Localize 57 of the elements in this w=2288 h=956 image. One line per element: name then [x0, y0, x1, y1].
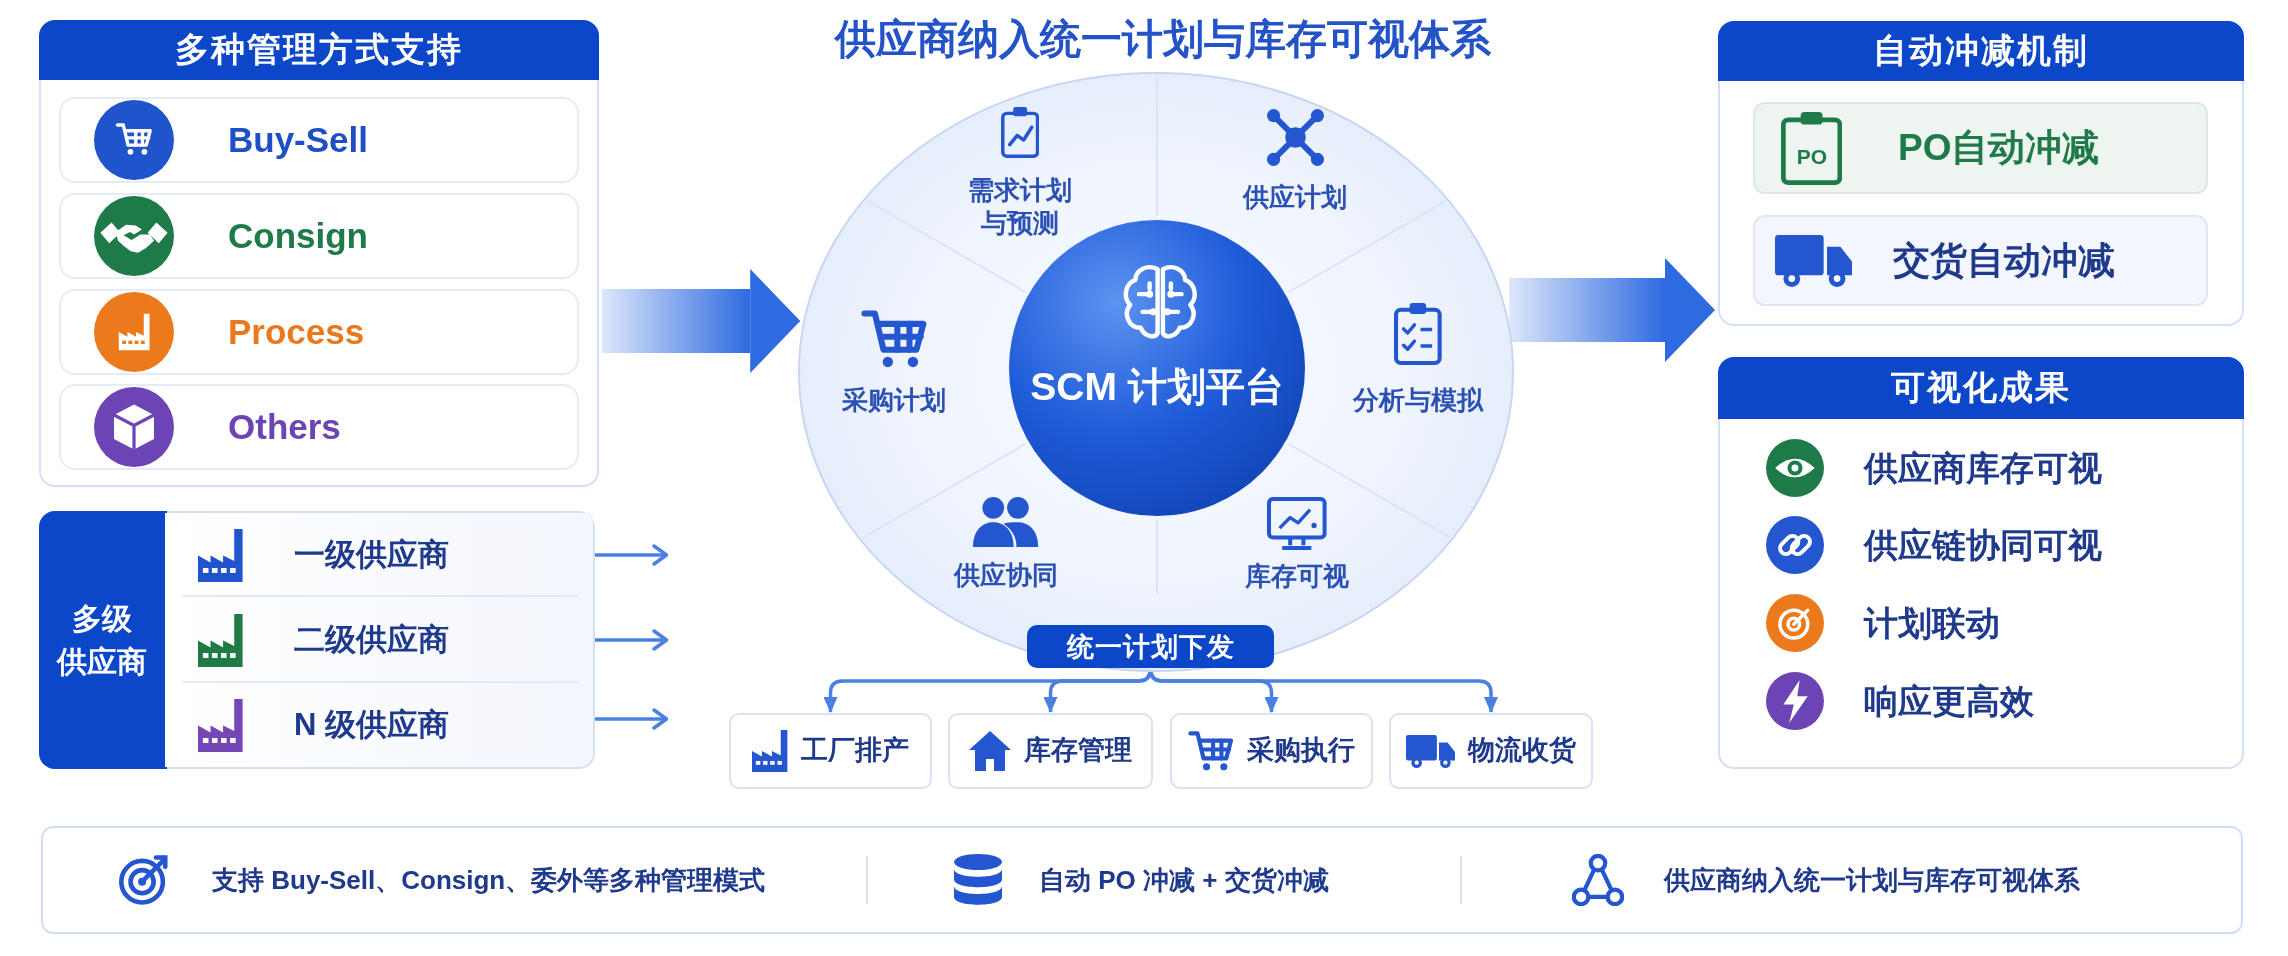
- icon-text: PO: [1796, 144, 1828, 170]
- option-label: Process: [228, 311, 365, 354]
- task-label: 工厂排产: [800, 734, 909, 768]
- card-panel: [1718, 21, 2244, 326]
- task-box: [1389, 713, 1593, 789]
- segment-label: 库存可视: [1245, 560, 1349, 593]
- footer-text: 供应商纳入统一计划与库存可视体系: [1664, 863, 2080, 897]
- side-header: 多级供应商: [39, 511, 167, 769]
- footer-text: 自动 PO 冲减 + 交货冲减: [1039, 863, 1329, 897]
- segment-label: 供应计划: [1243, 181, 1347, 214]
- segment-label: 采购计划: [842, 384, 946, 417]
- rule-row: [1753, 102, 2208, 194]
- supplier-row: [165, 597, 593, 683]
- rule-row: [1753, 215, 2208, 306]
- block-arrow: [1509, 258, 1715, 362]
- option-label: Others: [228, 406, 341, 449]
- task-box: [948, 713, 1153, 789]
- task-box: [1170, 713, 1373, 789]
- panel-header: 可视化成果: [1718, 357, 2244, 419]
- supplier-panel: [39, 511, 595, 769]
- card-panel: [39, 20, 599, 487]
- option-row: [59, 289, 579, 375]
- row-label: 二级供应商: [294, 620, 449, 659]
- list-item: 计划联动: [1864, 602, 2000, 644]
- supplier-row: [165, 513, 593, 597]
- block-arrow: [602, 269, 801, 373]
- arrow: [595, 544, 669, 566]
- rule-label: PO自动冲减: [1898, 125, 2100, 170]
- center-label: SCM 计划平台: [1030, 363, 1284, 410]
- list-item: 供应链协同可视: [1864, 524, 2102, 566]
- option-row: [59, 97, 579, 183]
- supplier-row: [165, 683, 593, 767]
- task-label: 库存管理: [1024, 734, 1132, 768]
- segmented-circle: [798, 72, 1514, 672]
- footer-bar: [41, 826, 2243, 934]
- list-item: 响应更高效: [1864, 680, 2034, 722]
- panel-header: 多种管理方式支持: [39, 20, 599, 80]
- title: 供应商纳入统一计划与库存可视体系: [835, 15, 1491, 65]
- segment-label: 分析与模拟: [1353, 384, 1483, 417]
- rule-label: 交货自动冲减: [1893, 238, 2115, 283]
- segment-label: 需求计划与预测: [967, 174, 1073, 240]
- arrow: [595, 629, 669, 651]
- task-box: [729, 713, 932, 789]
- row-label: 一级供应商: [294, 535, 449, 574]
- row-label: N 级供应商: [294, 705, 449, 744]
- option-row: [59, 384, 579, 470]
- option-row: [59, 193, 579, 279]
- footer-text: 支持 Buy-Sell、Consign、委外等多种管理模式: [212, 863, 766, 897]
- arrow: [595, 708, 669, 730]
- segment-label: 供应协同: [954, 559, 1058, 592]
- panel-header: 自动冲减机制: [1718, 21, 2244, 81]
- task-label: 物流收货: [1468, 734, 1576, 768]
- option-label: Consign: [228, 215, 368, 258]
- task-label: 采购执行: [1246, 734, 1355, 768]
- card-panel: [1718, 357, 2244, 769]
- list-item: 供应商库存可视: [1864, 447, 2102, 489]
- option-label: Buy-Sell: [228, 119, 369, 162]
